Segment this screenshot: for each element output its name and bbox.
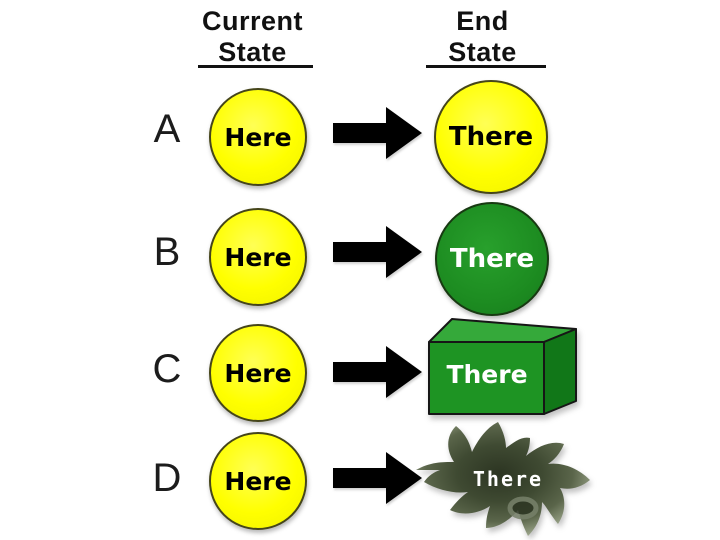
here-circle-d: Here — [209, 432, 307, 530]
end-cube-c-text: There — [446, 360, 528, 389]
here-circle-b: Here — [209, 208, 307, 306]
end-state-header: End State — [420, 6, 545, 68]
end-state-header-line2: State — [448, 37, 517, 67]
row-label-b: B — [153, 230, 181, 274]
row-label-d: D — [152, 456, 182, 500]
end-state-underline — [426, 65, 546, 68]
end-cube-c — [428, 318, 577, 415]
end-circle-yellow-a: There — [434, 80, 548, 194]
right-arrow-icon-d — [333, 452, 422, 504]
current-state-header-line1: Current — [201, 6, 303, 36]
here-circle-d-text: Here — [224, 466, 292, 496]
end-circle-b-text: There — [449, 244, 535, 274]
current-state-header: Current State — [180, 6, 325, 68]
end-blob-d-text: There — [472, 467, 544, 491]
current-state-underline — [198, 65, 313, 68]
here-circle-b-text: Here — [224, 242, 292, 272]
row-label-a: A — [153, 107, 181, 151]
end-circle-green-b: There — [435, 202, 549, 316]
here-circle-a-text: Here — [224, 122, 292, 152]
end-circle-a-text: There — [448, 122, 534, 152]
row-label-c: C — [152, 347, 182, 391]
end-state-header-line1: End — [456, 6, 509, 36]
here-circle-a: Here — [209, 88, 307, 186]
current-state-header-line2: State — [218, 37, 287, 67]
here-circle-c: Here — [209, 324, 307, 422]
right-arrow-icon-c — [333, 346, 422, 398]
end-blob-d — [416, 422, 590, 536]
here-circle-c-text: Here — [224, 358, 292, 388]
right-arrow-icon-b — [333, 226, 422, 278]
right-arrow-icon-a — [333, 107, 422, 159]
